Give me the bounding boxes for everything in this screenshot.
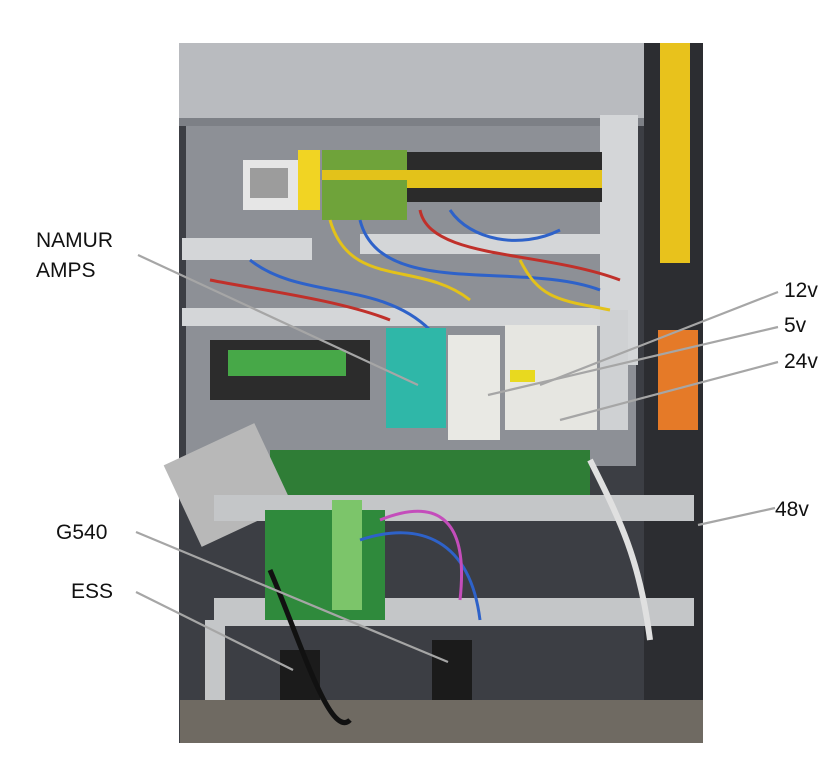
- terminal-strip: [322, 150, 602, 220]
- callout-line-g540: [135, 530, 449, 664]
- wiring: [209, 209, 621, 332]
- callout-line-48v: [697, 506, 776, 527]
- label-24v: 24v: [784, 350, 818, 373]
- namur-amp-modules: [386, 328, 446, 428]
- relay: [243, 150, 320, 210]
- label-g540: G540: [56, 521, 108, 544]
- label-ess: ESS: [71, 580, 114, 603]
- label-48v: 48v: [775, 498, 809, 521]
- din-modules: [210, 325, 597, 440]
- lower-section: [163, 423, 703, 743]
- callout-lines: [135, 254, 779, 671]
- label-5v: 5v: [784, 314, 807, 337]
- callout-line-ess: [135, 591, 294, 671]
- callout-line-5v: [487, 325, 779, 397]
- wiring-ducts: [182, 115, 638, 430]
- callout-line-24v: [559, 360, 779, 422]
- label-12v: 12v: [784, 279, 818, 302]
- callout-line-namur: [137, 254, 419, 386]
- psu-12v-5v: [448, 335, 500, 440]
- label-namur-amps: NAMUR AMPS: [36, 229, 113, 282]
- orange-terminals: [658, 330, 698, 430]
- yellow-cable-duct: [660, 43, 690, 263]
- callout-line-12v: [539, 290, 779, 387]
